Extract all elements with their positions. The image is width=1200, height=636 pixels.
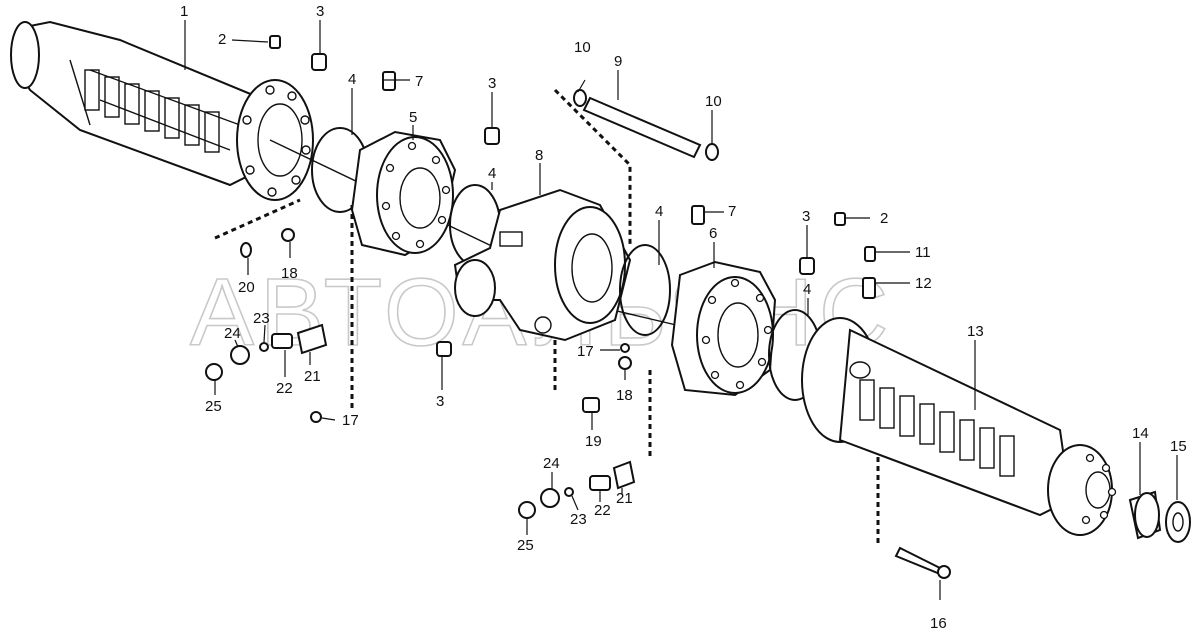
callout-21: 21 [304, 368, 321, 385]
callout-8: 8 [535, 147, 543, 164]
plug [582, 397, 600, 413]
callout-12: 12 [915, 275, 932, 292]
callout-3: 3 [488, 75, 496, 92]
callout-18: 18 [281, 265, 298, 282]
washer-small [620, 343, 630, 353]
fasteners [240, 35, 951, 579]
callout-15: 15 [1170, 438, 1187, 455]
callout-labels: 1 2 3 4 5 7 3 4 8 10 9 10 4 7 6 3 2 11 1… [180, 3, 1187, 632]
callout-3: 3 [436, 393, 444, 410]
bolt [862, 277, 876, 299]
callout-4: 4 [655, 203, 663, 220]
grease-fitting [691, 205, 705, 225]
callout-10: 10 [705, 93, 722, 110]
callout-19: 19 [585, 433, 602, 450]
bolt [864, 246, 876, 262]
callout-2: 2 [880, 210, 888, 227]
callout-17: 17 [577, 343, 594, 360]
callout-16: 16 [930, 615, 947, 632]
callout-18: 18 [616, 387, 633, 404]
washer-small [310, 411, 322, 423]
callout-4: 4 [348, 71, 356, 88]
callout-6: 6 [709, 225, 717, 242]
leader-lines [184, 20, 1178, 600]
callout-3: 3 [316, 3, 324, 20]
callout-7: 7 [728, 203, 736, 220]
callout-21: 21 [616, 490, 633, 507]
nut [281, 228, 295, 242]
differential-carrier [453, 188, 632, 342]
callout-11: 11 [915, 244, 931, 261]
callout-5: 5 [409, 109, 417, 126]
callout-20: 20 [238, 279, 255, 296]
bolt [484, 127, 500, 145]
bolt [436, 341, 452, 357]
callout-10: 10 [574, 39, 591, 56]
callout-4: 4 [803, 281, 811, 298]
callout-23: 23 [570, 511, 587, 528]
ring-seal [240, 242, 252, 258]
callout-22: 22 [276, 380, 293, 397]
bushing [1128, 490, 1162, 540]
callout-24: 24 [543, 455, 560, 472]
guide-line [214, 198, 301, 240]
callout-24: 24 [224, 325, 241, 342]
callout-17: 17 [342, 412, 359, 429]
callout-14: 14 [1132, 425, 1149, 442]
callout-3: 3 [802, 208, 810, 225]
pin-shaft [573, 79, 719, 161]
callout-7: 7 [415, 73, 423, 90]
left-axle-housing [10, 20, 314, 201]
callout-25: 25 [517, 537, 534, 554]
callout-4: 4 [488, 165, 496, 182]
washer [1165, 501, 1191, 543]
hub-housing-left [350, 130, 457, 257]
o-ring [619, 244, 671, 336]
right-axle-housing [801, 317, 1117, 536]
nut [618, 356, 632, 370]
callout-23: 23 [253, 310, 270, 327]
hub-housing-right [670, 260, 777, 397]
callout-1: 1 [180, 3, 188, 20]
callout-2: 2 [218, 31, 226, 48]
bolt [269, 35, 281, 49]
bolt [834, 212, 846, 226]
callout-13: 13 [967, 323, 984, 340]
callout-22: 22 [594, 502, 611, 519]
bolt [799, 257, 815, 275]
callout-25: 25 [205, 398, 222, 415]
valve-assembly-left [205, 323, 328, 381]
bolt-head [937, 565, 951, 579]
circlip [573, 89, 587, 107]
grease-fitting [382, 71, 396, 91]
callout-9: 9 [614, 53, 622, 70]
circlip [705, 143, 719, 161]
bolt [311, 53, 327, 71]
left-housing-flange [236, 79, 314, 201]
